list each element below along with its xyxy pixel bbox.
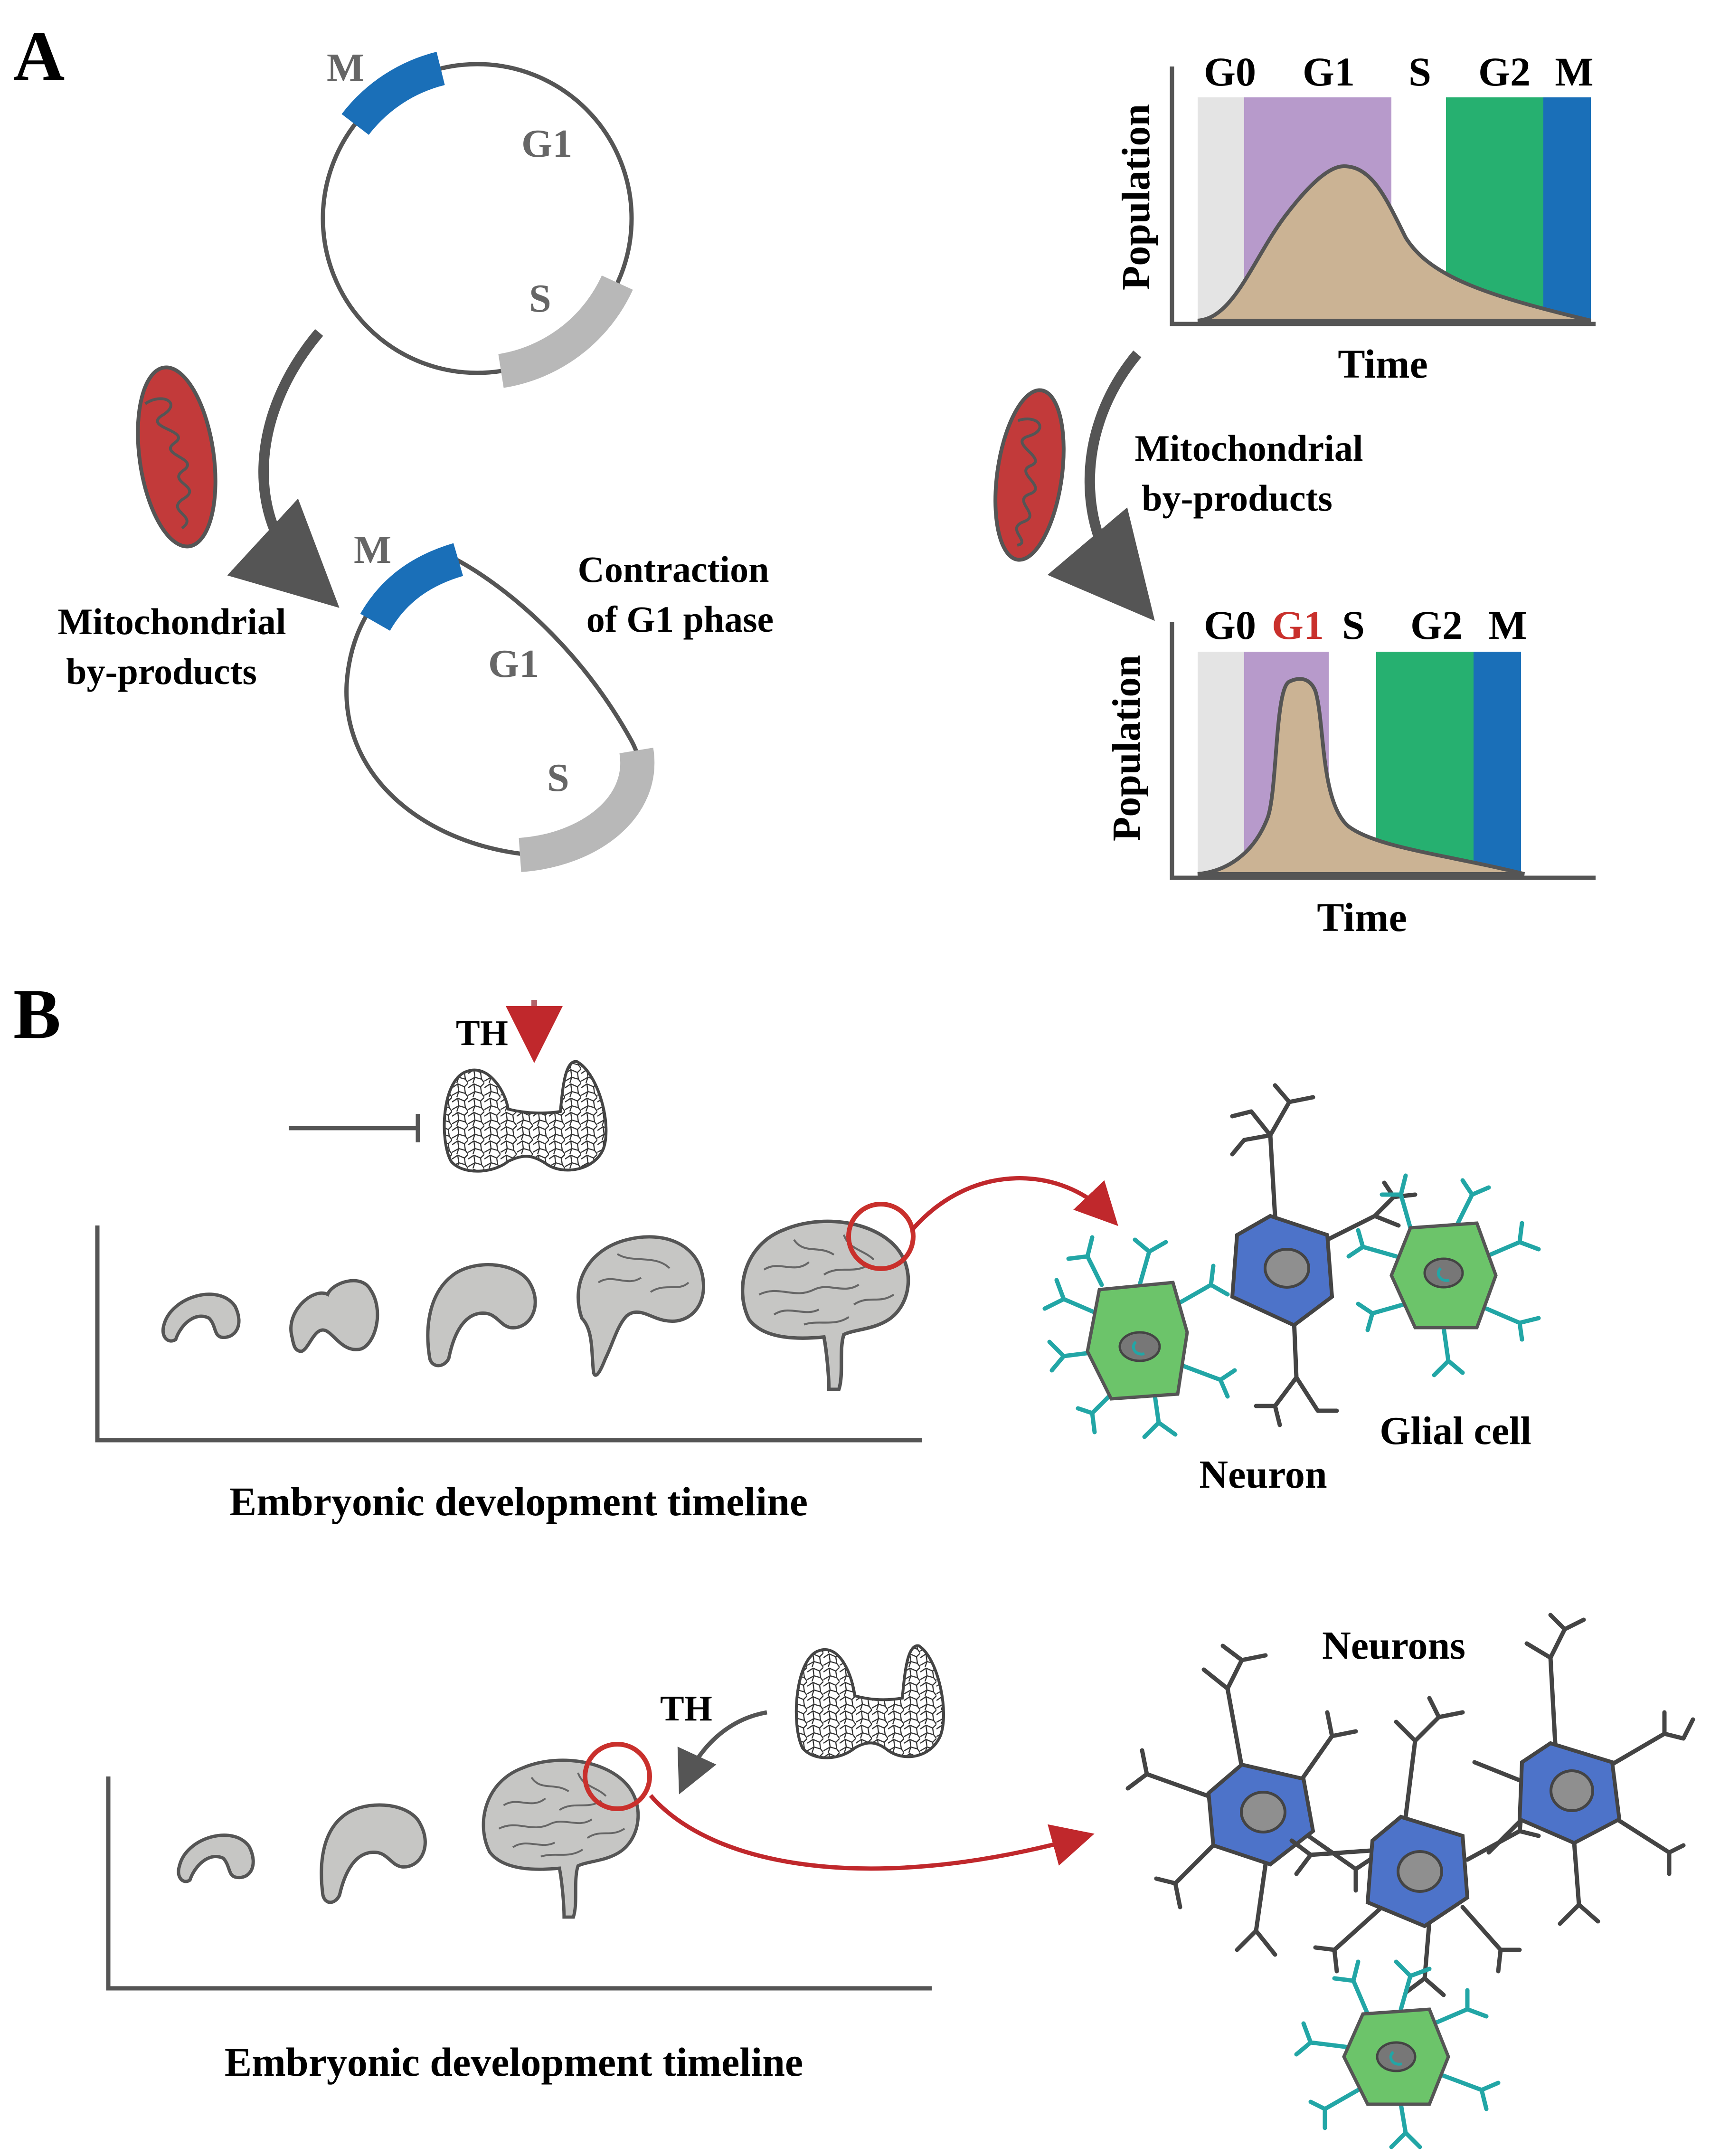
neuron-cluster-2-icon [1289, 1696, 1541, 1997]
neuron-cluster-3-icon [1472, 1613, 1695, 1926]
xlabel-top: Time [1338, 341, 1428, 387]
s-phase-arc-bottom [518, 748, 655, 872]
timeline-axes-top [95, 1225, 922, 1443]
cycle-bottom-g1-label: G1 [488, 642, 539, 686]
cycle-ring-top [321, 62, 634, 375]
timeline-label-bottom: Embryonic development timeline [225, 2039, 803, 2085]
neuron-top-icon [1230, 1083, 1418, 1427]
highlight-circle-top [846, 1202, 916, 1271]
thyroid-gland-top-icon [443, 1060, 608, 1173]
g0-band-bottom [1198, 652, 1244, 874]
phase-m-bottom: M [1488, 602, 1527, 648]
embryo-stage-1-bottom-icon [177, 1833, 255, 1883]
phase-s-top: S [1408, 49, 1431, 95]
axes-top [1170, 66, 1596, 326]
mito-left-line1: Mitochondrial [58, 601, 286, 642]
embryo-stage-2-bottom-icon [320, 1803, 427, 1904]
g2-band-bottom [1376, 652, 1474, 874]
axes-bottom [1170, 622, 1596, 880]
m-phase-arc-bottom [360, 543, 463, 631]
th-supply-arrow [677, 1710, 767, 1795]
mitochondrion-right-icon [993, 388, 1066, 562]
embryo-stage-3-icon [426, 1263, 537, 1368]
ylabel-bottom: Population [1105, 655, 1149, 841]
contraction-line2: of G1 phase [586, 598, 774, 640]
m-band-top [1543, 97, 1591, 321]
th-label-bottom: TH [660, 1689, 712, 1729]
xlabel-bottom: Time [1317, 894, 1407, 940]
phase-g0-top: G0 [1204, 49, 1256, 95]
th-label-top: TH [456, 1013, 508, 1053]
neuron-cluster-1-icon [1125, 1643, 1372, 1957]
cycle-bottom-s-label: S [547, 756, 569, 800]
timeline-label-top: Embryonic development timeline [229, 1479, 808, 1524]
cycle-bottom-m-label: M [354, 528, 391, 572]
population-chart-bottom: G0 G1 S G2 M Population Time [1105, 602, 1596, 940]
timeline-axes-bottom [106, 1776, 932, 1991]
mito-right-line1: Mitochondrial [1135, 427, 1363, 469]
glial-cell-right-icon [1346, 1173, 1541, 1377]
inhibition-line [289, 1114, 420, 1142]
cycle-top-s-label: S [529, 276, 551, 321]
phase-g2-bottom: G2 [1410, 602, 1463, 648]
thyroid-gland-bottom-icon [794, 1644, 945, 1759]
neuron-label: Neuron [1199, 1453, 1327, 1497]
phase-g0-bottom: G0 [1204, 602, 1256, 648]
highlight-circle-bottom [583, 1742, 652, 1811]
population-curve-top [1197, 164, 1591, 323]
phase-g1-top: G1 [1303, 49, 1355, 95]
panel-b-label: B [13, 975, 61, 1054]
cell-cycle-top: M G1 S [321, 46, 634, 388]
neurons-label: Neurons [1322, 1624, 1465, 1668]
m-band-bottom [1474, 652, 1521, 874]
embryo-stage-2-icon [289, 1279, 379, 1353]
ylabel-top: Population [1114, 104, 1158, 290]
panel-a-label: A [13, 17, 65, 95]
glial-cell-label: Glial cell [1380, 1409, 1531, 1453]
arrow-curve-left [227, 329, 340, 608]
red-arrow-top [910, 1176, 1118, 1232]
glial-cell-bottom-icon [1294, 1959, 1501, 2149]
arrow-curve-right [1047, 350, 1155, 621]
brain-fetal-bottom-icon [483, 1760, 638, 1917]
mitochondrion-left-icon [136, 365, 217, 549]
phase-m-top: M [1555, 49, 1593, 95]
population-curve-bottom [1197, 677, 1525, 876]
phase-s-bottom: S [1342, 602, 1365, 648]
red-arrow-bottom [649, 1794, 1095, 1871]
cell-cycle-bottom: M G1 S [344, 528, 655, 872]
mito-left-line2: by-products [66, 651, 257, 692]
s-phase-arc-top [498, 275, 633, 388]
mito-right-line2: by-products [1142, 477, 1333, 519]
phase-g2-top: G2 [1478, 49, 1531, 95]
m-phase-arc-top [341, 52, 445, 135]
population-chart-top: G0 G1 S G2 M Population Time [1114, 49, 1596, 387]
g0-band-top [1198, 97, 1244, 321]
cycle-top-m-label: M [327, 46, 364, 90]
embryo-stage-1-icon [161, 1292, 241, 1343]
cycle-top-g1-label: G1 [521, 122, 572, 166]
glial-cell-left-icon [1042, 1235, 1237, 1439]
contraction-line1: Contraction [578, 549, 769, 590]
phase-g1-bottom: G1 [1272, 602, 1324, 648]
embryo-stage-4-icon [576, 1235, 705, 1377]
brain-fetal-top-icon [743, 1221, 908, 1389]
